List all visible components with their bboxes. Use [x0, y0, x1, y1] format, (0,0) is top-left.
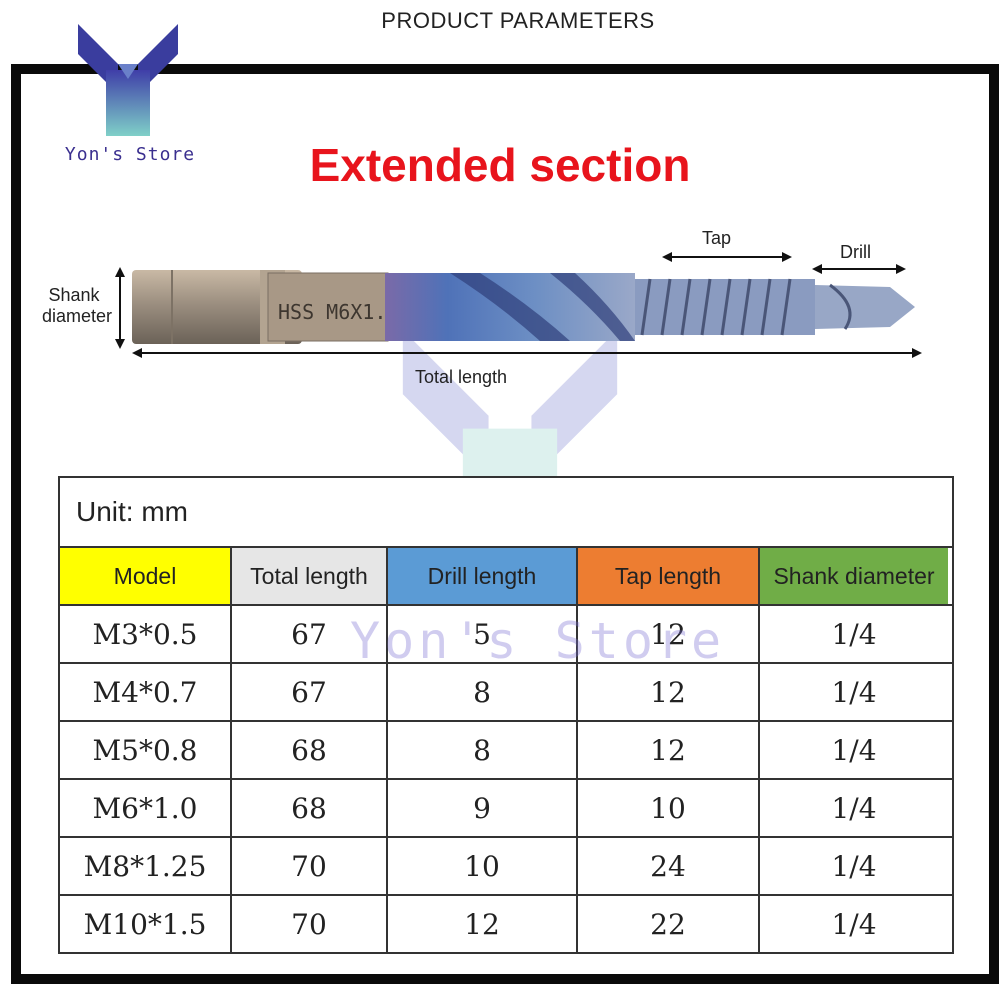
header-total-length: Total length	[232, 548, 388, 604]
cell-model: M6*1.0	[60, 780, 232, 836]
cell-total-length: 67	[232, 664, 388, 720]
cell-drill-length: 8	[388, 722, 578, 778]
cell-tap-length: 22	[578, 896, 760, 952]
cell-model: M8*1.25	[60, 838, 232, 894]
engraving-text: HSS M6X1.0	[278, 300, 398, 324]
logo-text: Yon's Store	[64, 144, 196, 165]
header-model: Model	[60, 548, 232, 604]
logo-y-icon	[78, 24, 178, 136]
cell-drill-length: 5	[388, 606, 578, 662]
cell-model: M4*0.7	[60, 664, 232, 720]
cell-tap-length: 10	[578, 780, 760, 836]
cell-tap-length: 12	[578, 664, 760, 720]
header-tap-length: Tap length	[578, 548, 760, 604]
store-logo: Yon's Store	[60, 24, 200, 174]
table-header-row: Model Total length Drill length Tap leng…	[60, 548, 952, 606]
drill-bit-diagram: HSS M6X1.0 Shank diamet	[30, 225, 960, 395]
spec-table: Unit: mm Model Total length Drill length…	[58, 476, 954, 954]
cell-total-length: 67	[232, 606, 388, 662]
cell-drill-length: 8	[388, 664, 578, 720]
drill-label: Drill	[840, 242, 871, 262]
cell-total-length: 70	[232, 838, 388, 894]
cell-drill-length: 12	[388, 896, 578, 952]
cell-shank-diameter: 1/4	[831, 675, 877, 709]
cell-model: M5*0.8	[60, 722, 232, 778]
header-drill-length: Drill length	[388, 548, 578, 604]
unit-label: Unit: mm	[60, 478, 952, 548]
cell-shank-diameter: 1/4	[831, 907, 877, 941]
cell-total-length: 68	[232, 780, 388, 836]
cell-tap-length: 24	[578, 838, 760, 894]
cell-shank-diameter: 1/4	[831, 849, 877, 883]
cell-model: M3*0.5	[60, 606, 232, 662]
header-shank-diameter: Shank diameter	[760, 548, 948, 604]
tap-label: Tap	[702, 228, 732, 248]
cell-shank-diameter: 1/4	[831, 791, 877, 825]
cell-shank-diameter: 1/4	[831, 617, 877, 651]
page-title: PRODUCT PARAMETERS	[381, 8, 655, 33]
cell-drill-length: 9	[388, 780, 578, 836]
cell-drill-length: 10	[388, 838, 578, 894]
cell-shank-diameter: 1/4	[831, 733, 877, 767]
cell-total-length: 70	[232, 896, 388, 952]
cell-model: M10*1.5	[60, 896, 232, 952]
section-title: Extended section	[309, 139, 691, 191]
total-length-label: Total length	[415, 367, 508, 387]
cell-total-length: 68	[232, 722, 388, 778]
shank-diameter-label: Shank diameter	[42, 285, 113, 326]
cell-tap-length: 12	[578, 606, 760, 662]
drill-bit-illustration: HSS M6X1.0	[115, 252, 922, 358]
cell-tap-length: 12	[578, 722, 760, 778]
